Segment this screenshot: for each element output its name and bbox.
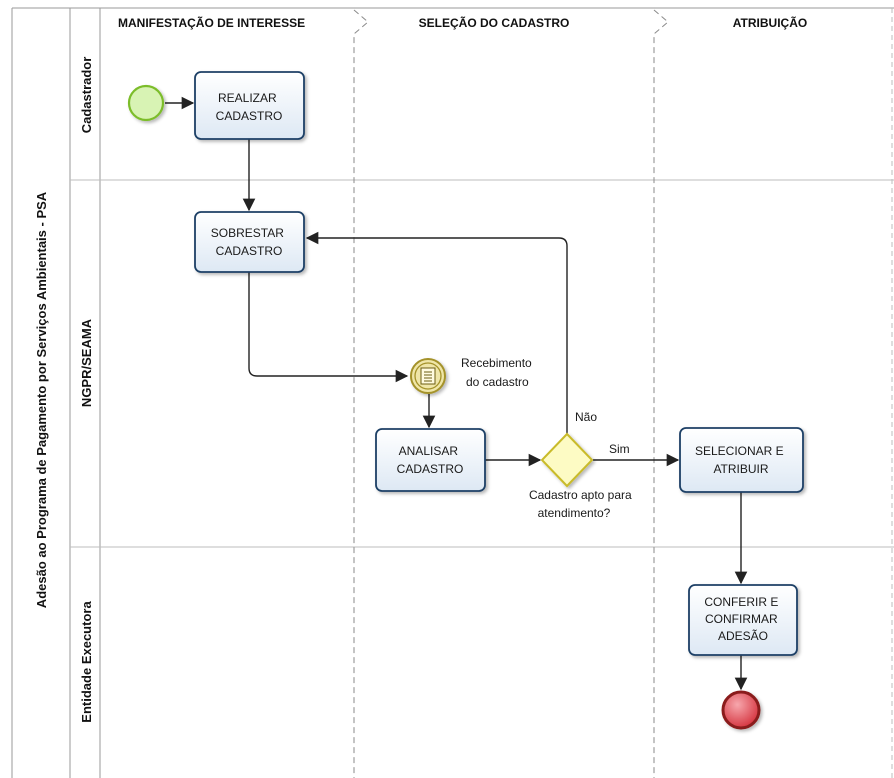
message-event-label-line1: Recebimento (461, 356, 532, 370)
task-selecionar-line1: SELECIONAR E (695, 444, 784, 458)
lane-labels: Cadastrador NGPR/SEAMA Entidade Executor… (79, 57, 94, 723)
phase-separators (353, 9, 669, 778)
end-event[interactable] (721, 690, 761, 730)
message-list-icon (420, 367, 436, 385)
task-selecionar-atribuir[interactable]: SELECIONAR E ATRIBUIR (679, 427, 804, 493)
exclusive-gateway[interactable] (540, 432, 594, 488)
lane-label-entidade-executora: Entidade Executora (79, 601, 94, 723)
gateway-question-line2: atendimento? (538, 506, 611, 520)
phase-atribuicao: ATRIBUIÇÃO (733, 15, 807, 30)
phase-manifestacao: MANIFESTAÇÃO DE INTERESSE (118, 15, 305, 30)
task-sobrestar-line1: SOBRESTAR (211, 226, 284, 240)
task-sobrestar-cadastro[interactable]: SOBRESTAR CADASTRO (194, 211, 305, 273)
gateway-question-line1: Cadastro apto para (529, 488, 632, 502)
svg-text:Cadastro apto para atendim: Cadastro apto para atendimento? (529, 488, 635, 520)
pool-title: Adesão ao Programa de Pagamento por Serv… (34, 191, 49, 608)
task-conferir-line3: ADESÃO (718, 629, 768, 643)
task-conferir-line2: CONFIRMAR (705, 612, 778, 626)
svg-text:ANALISAR CADASTRO: ANALISAR CADASTRO (397, 444, 464, 476)
svg-text:SELECIONAR E ATRIBUIR: SELECIONAR E ATRIBUIR (695, 444, 787, 476)
pool: Adesão ao Programa de Pagamento por Serv… (11, 7, 894, 778)
flow-sobrestar-to-message (248, 272, 409, 383)
start-event[interactable] (127, 84, 165, 122)
lane-label-cadastrador: Cadastrador (79, 57, 94, 134)
svg-text:CONFERIR E CONFIRMAR: CONFERIR E CONFIRMAR ADESÃO (704, 595, 781, 643)
task-analisar-line1: ANALISAR (399, 444, 459, 458)
task-analisar-line2: CADASTRO (397, 462, 464, 476)
task-analisar-cadastro[interactable]: ANALISAR CADASTRO (375, 428, 486, 492)
gateway-no-label: Não (575, 410, 597, 424)
message-event-label-line2: do cadastro (466, 375, 529, 389)
lane-label-ngpr-seama: NGPR/SEAMA (79, 318, 94, 407)
svg-text:SOBRESTAR CADASTRO: SOBRESTAR CADASTRO (211, 226, 287, 258)
svg-text:REALIZAR CADASTRO: REALIZAR CADASTRO (216, 91, 283, 123)
task-selecionar-line2: ATRIBUIR (713, 462, 768, 476)
task-realizar-cadastro[interactable]: REALIZAR CADASTRO (194, 71, 305, 140)
flow-gateway-no-to-sobrestar (305, 231, 568, 435)
task-realizar-line2: CADASTRO (216, 109, 283, 123)
sequence-flows (165, 96, 748, 691)
phase-selecao: SELEÇÃO DO CADASTRO (419, 15, 570, 30)
task-realizar-line1: REALIZAR (218, 91, 277, 105)
svg-text:Recebimento do cadastro: Recebimento do cadastro (461, 356, 535, 389)
task-sobrestar-line2: CADASTRO (216, 244, 283, 258)
task-conferir-line1: CONFERIR E (704, 595, 778, 609)
intermediate-message-event[interactable] (410, 358, 446, 394)
task-conferir-confirmar-adesao[interactable]: CONFERIR E CONFIRMAR ADESÃO (688, 584, 798, 656)
gateway-yes-label: Sim (609, 442, 630, 456)
